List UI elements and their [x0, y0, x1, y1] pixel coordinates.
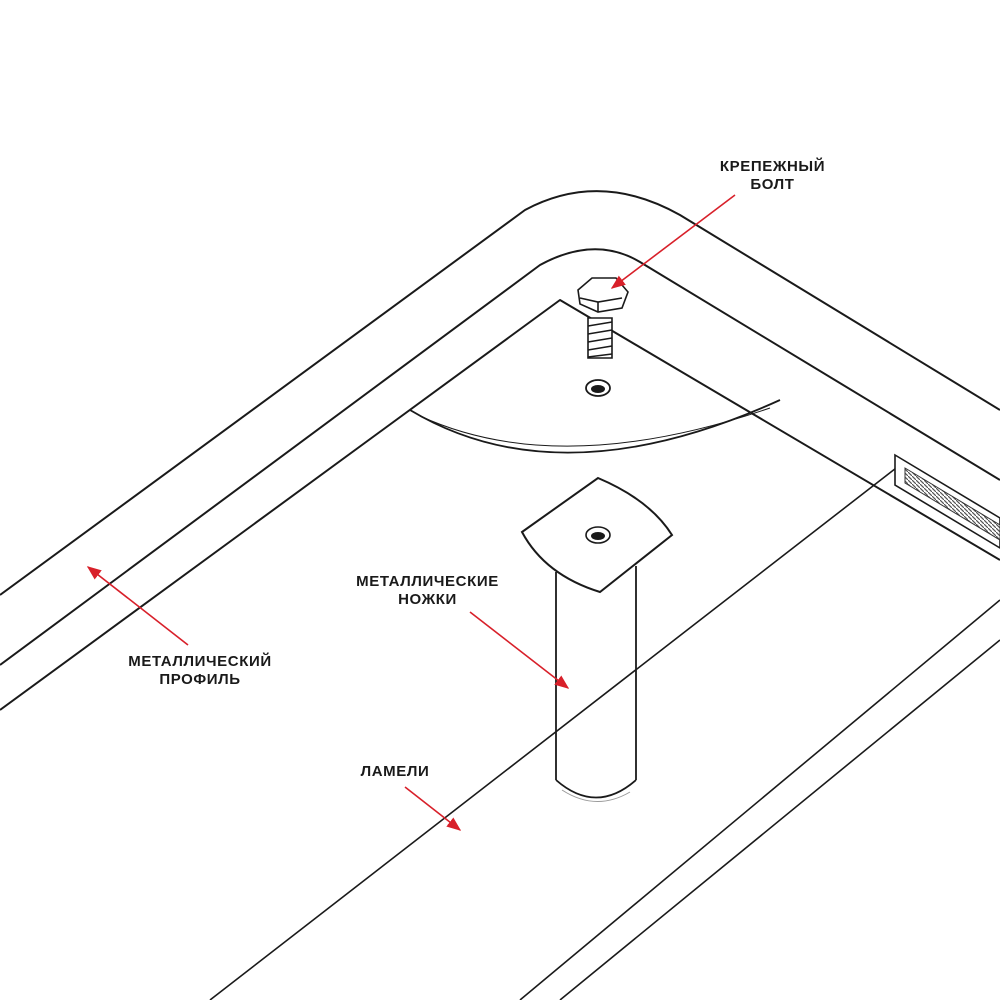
slat-edge-right-inner — [559, 639, 1000, 1000]
frame-inner-edge-2 — [0, 299, 1000, 711]
label-metal-profile-line1: МЕТАЛЛИЧЕСКИЙ — [128, 653, 272, 670]
label-fixing-bolt-line1: КРЕПЕЖНЫЙ — [719, 158, 826, 175]
slat-edge-left — [209, 464, 901, 1000]
slat-end-holder — [894, 453, 1000, 549]
label-metal-legs-line2: НОЖКИ — [398, 591, 457, 608]
metal-leg — [520, 476, 674, 802]
label-metal-legs-line1: МЕТАЛЛИЧЕСКИЕ — [356, 573, 499, 590]
frame-inner-edge-1 — [0, 248, 1000, 666]
label-slats: ЛАМЕЛИ — [340, 763, 450, 781]
label-slats-line1: ЛАМЕЛИ — [360, 763, 430, 780]
label-fixing-bolt: КРЕПЕЖНЫЙ БОЛТ — [700, 158, 845, 194]
label-metal-legs: МЕТАЛЛИЧЕСКИЕ НОЖКИ — [340, 573, 515, 609]
slat-panel — [209, 464, 1000, 1000]
arrow-profile — [86, 566, 189, 646]
corner-plate — [409, 379, 781, 454]
callout-arrows — [86, 194, 736, 831]
fixing-bolt — [577, 277, 629, 359]
metal-profile-frame — [0, 190, 1000, 711]
label-metal-profile-line2: ПРОФИЛЬ — [159, 671, 241, 688]
arrow-legs — [469, 611, 570, 689]
label-metal-profile: МЕТАЛЛИЧЕСКИЙ ПРОФИЛЬ — [110, 653, 290, 689]
label-fixing-bolt-line2: БОЛТ — [750, 176, 795, 193]
slat-edge-right — [519, 599, 1000, 1000]
arrow-bolt — [610, 194, 736, 289]
frame-outer-edge — [0, 190, 1000, 596]
arrow-slats — [404, 786, 462, 831]
